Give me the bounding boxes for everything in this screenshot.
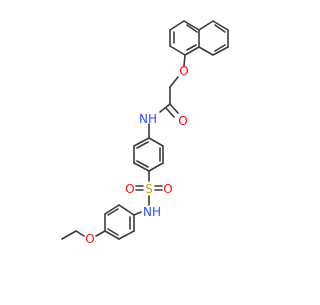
bond: [214, 44, 226, 52]
bond: [184, 46, 200, 56]
bond: [169, 20, 185, 31]
bond: [61, 230, 77, 240]
bond: [165, 107, 175, 118]
bond: [212, 46, 229, 56]
bond: [169, 76, 179, 88]
bond: [183, 20, 200, 31]
bond: [214, 24, 226, 33]
molecule-diagram: O O NH S O O NH O: [61, 20, 229, 246]
bond: [186, 44, 197, 51]
bond: [136, 141, 149, 149]
bond: [107, 208, 119, 216]
sulfur-label: S: [145, 182, 153, 196]
bond: [133, 211, 142, 216]
bond: [198, 46, 214, 56]
bond: [95, 230, 106, 237]
amide-nh-label: NH: [139, 112, 157, 126]
bond: [118, 204, 135, 216]
sulfonyl-oxygen-left-label: O: [125, 182, 134, 196]
bond: [107, 228, 119, 236]
bond: [159, 103, 171, 113]
bond: [183, 54, 186, 67]
bond: [169, 45, 186, 56]
bond: [198, 20, 214, 31]
bond: [212, 20, 229, 31]
bond: [148, 137, 164, 147]
ether-oxygen-label: O: [179, 64, 188, 78]
bond: [169, 103, 179, 114]
bond: [136, 160, 149, 168]
bond: [118, 230, 135, 240]
sulfonamide-nh-label: NH: [143, 205, 161, 219]
bond: [148, 162, 164, 172]
bond-lines: [61, 20, 229, 240]
atom-labels: O O NH S O O NH O: [85, 64, 188, 246]
bond: [133, 137, 150, 147]
ethoxy-oxygen-label: O: [85, 232, 94, 246]
sulfonyl-oxygen-right-label: O: [163, 182, 172, 196]
bond: [75, 230, 85, 237]
bond: [186, 24, 198, 33]
molecule-structure: O O NH S O O NH O: [61, 20, 229, 246]
carbonyl-oxygen-label: O: [178, 114, 187, 128]
bond: [104, 230, 120, 240]
bond: [133, 162, 150, 172]
bond: [104, 204, 120, 215]
